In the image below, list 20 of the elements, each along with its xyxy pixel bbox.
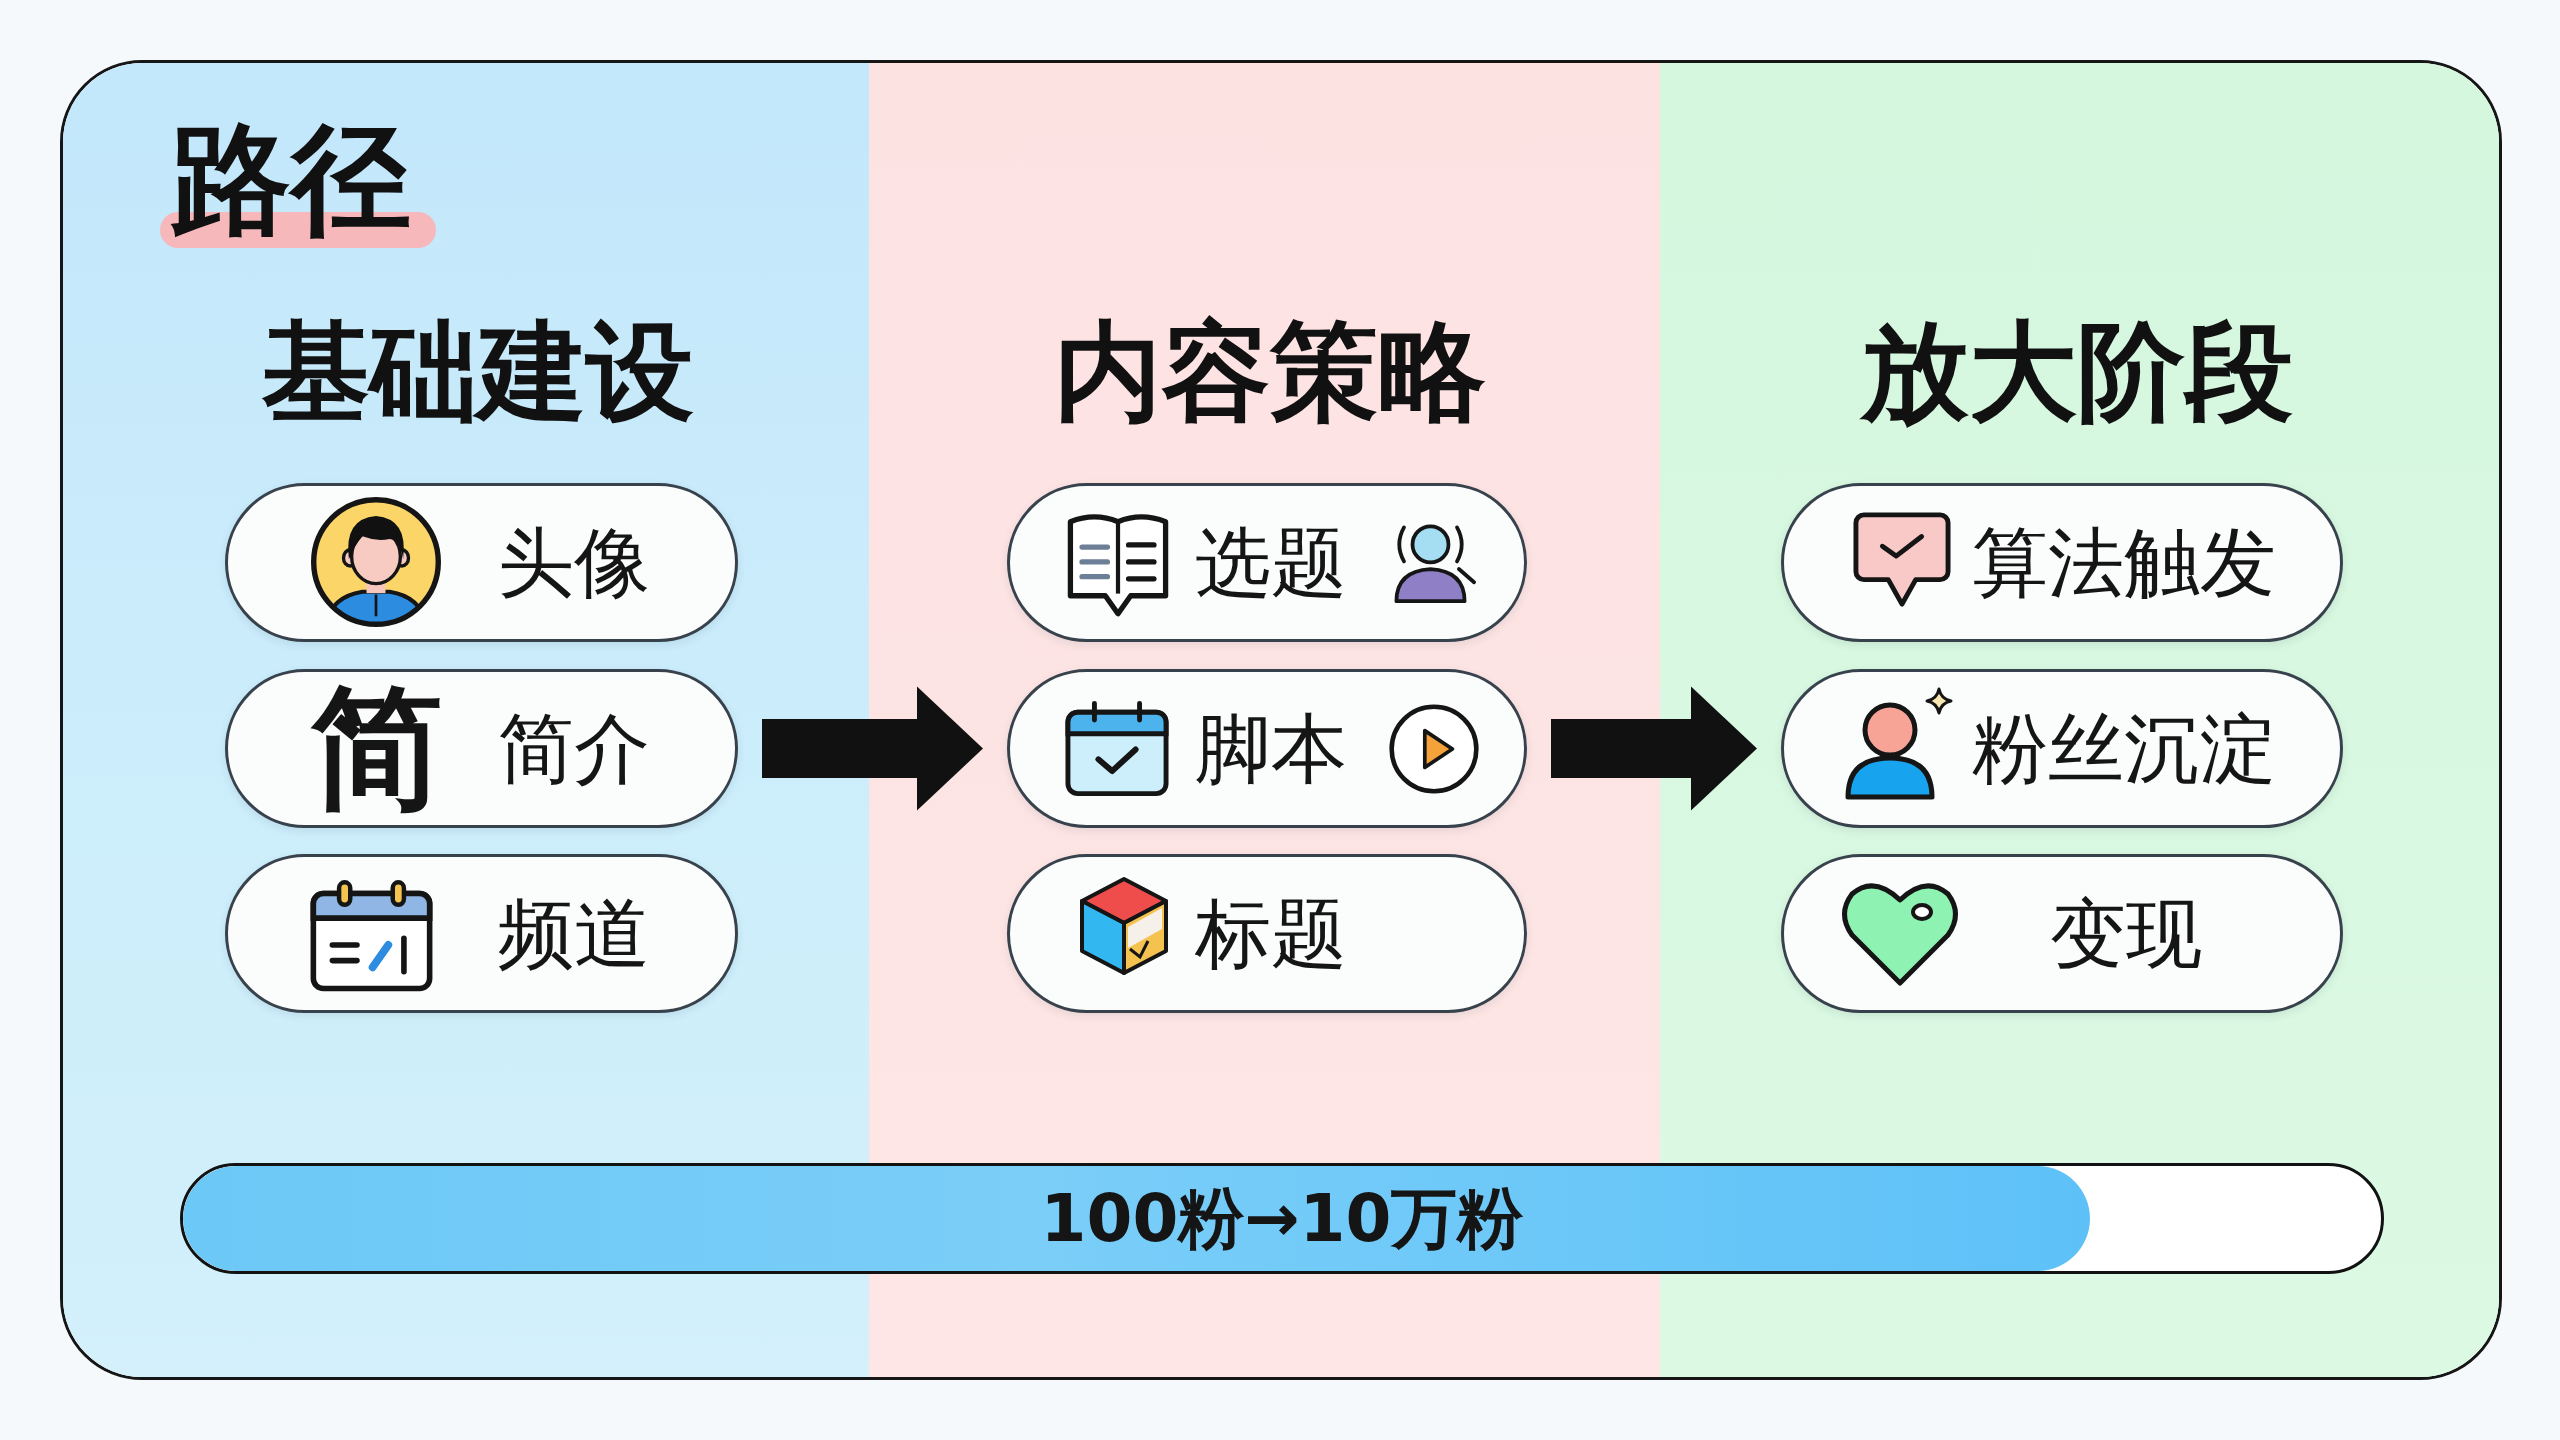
stage-panel xyxy=(869,63,1660,1377)
progress-label: 100粉→10万粉 xyxy=(1040,1182,1524,1255)
arrow xyxy=(762,686,983,811)
step-label: 标题 xyxy=(1195,891,1347,976)
stage-heading: 基础建设 xyxy=(262,309,694,435)
stage-heading: 放大阶段 xyxy=(1861,309,2293,435)
stage-panel xyxy=(63,63,869,1377)
page-title: 路径 xyxy=(160,110,436,250)
large-character: 简 xyxy=(311,675,443,822)
arrow xyxy=(1551,686,1757,811)
step-label: 简介 xyxy=(498,706,650,791)
stage-panel xyxy=(1660,63,2499,1377)
step-label: 频道 xyxy=(498,891,650,976)
step-label: 算法触发 xyxy=(1972,520,2276,605)
step-label: 变现 xyxy=(2050,891,2202,976)
step-label: 选题 xyxy=(1195,520,1347,605)
step-label: 粉丝沉淀 xyxy=(1972,706,2276,791)
stage-heading: 内容策略 xyxy=(1054,309,1486,435)
step-label: 脚本 xyxy=(1195,706,1347,791)
step-label: 头像 xyxy=(498,520,650,605)
